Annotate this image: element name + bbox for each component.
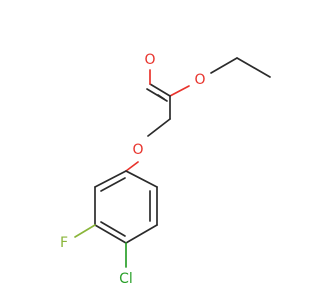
bond-ch3-ch2 (236, 57, 271, 78)
bond-o-ether-ring (125, 161, 139, 172)
ring-bond-6 (125, 170, 158, 188)
bond-ring-f (74, 224, 96, 238)
atom-o-ether: O (132, 142, 143, 158)
atom-cl: Cl (119, 271, 133, 287)
bond-c-o-carbonyl-1 (149, 83, 171, 97)
ring-bond-4 (125, 224, 158, 244)
ring-bond-1 (94, 170, 127, 188)
ring-double-2 (100, 221, 126, 237)
molecule-structure: O O O F Cl (60, 52, 271, 287)
bond-ch2-o-ether (147, 118, 171, 137)
atom-o-ester: O (194, 72, 205, 88)
bond-c-o-double (146, 88, 168, 102)
atom-o-carbonyl: O (144, 52, 155, 68)
bond-o-ester-c (169, 85, 190, 97)
atom-f: F (60, 235, 68, 251)
ring-double-1 (100, 177, 126, 192)
bond-ch2-o-ester (210, 57, 238, 74)
ring-bond-3 (94, 224, 127, 244)
